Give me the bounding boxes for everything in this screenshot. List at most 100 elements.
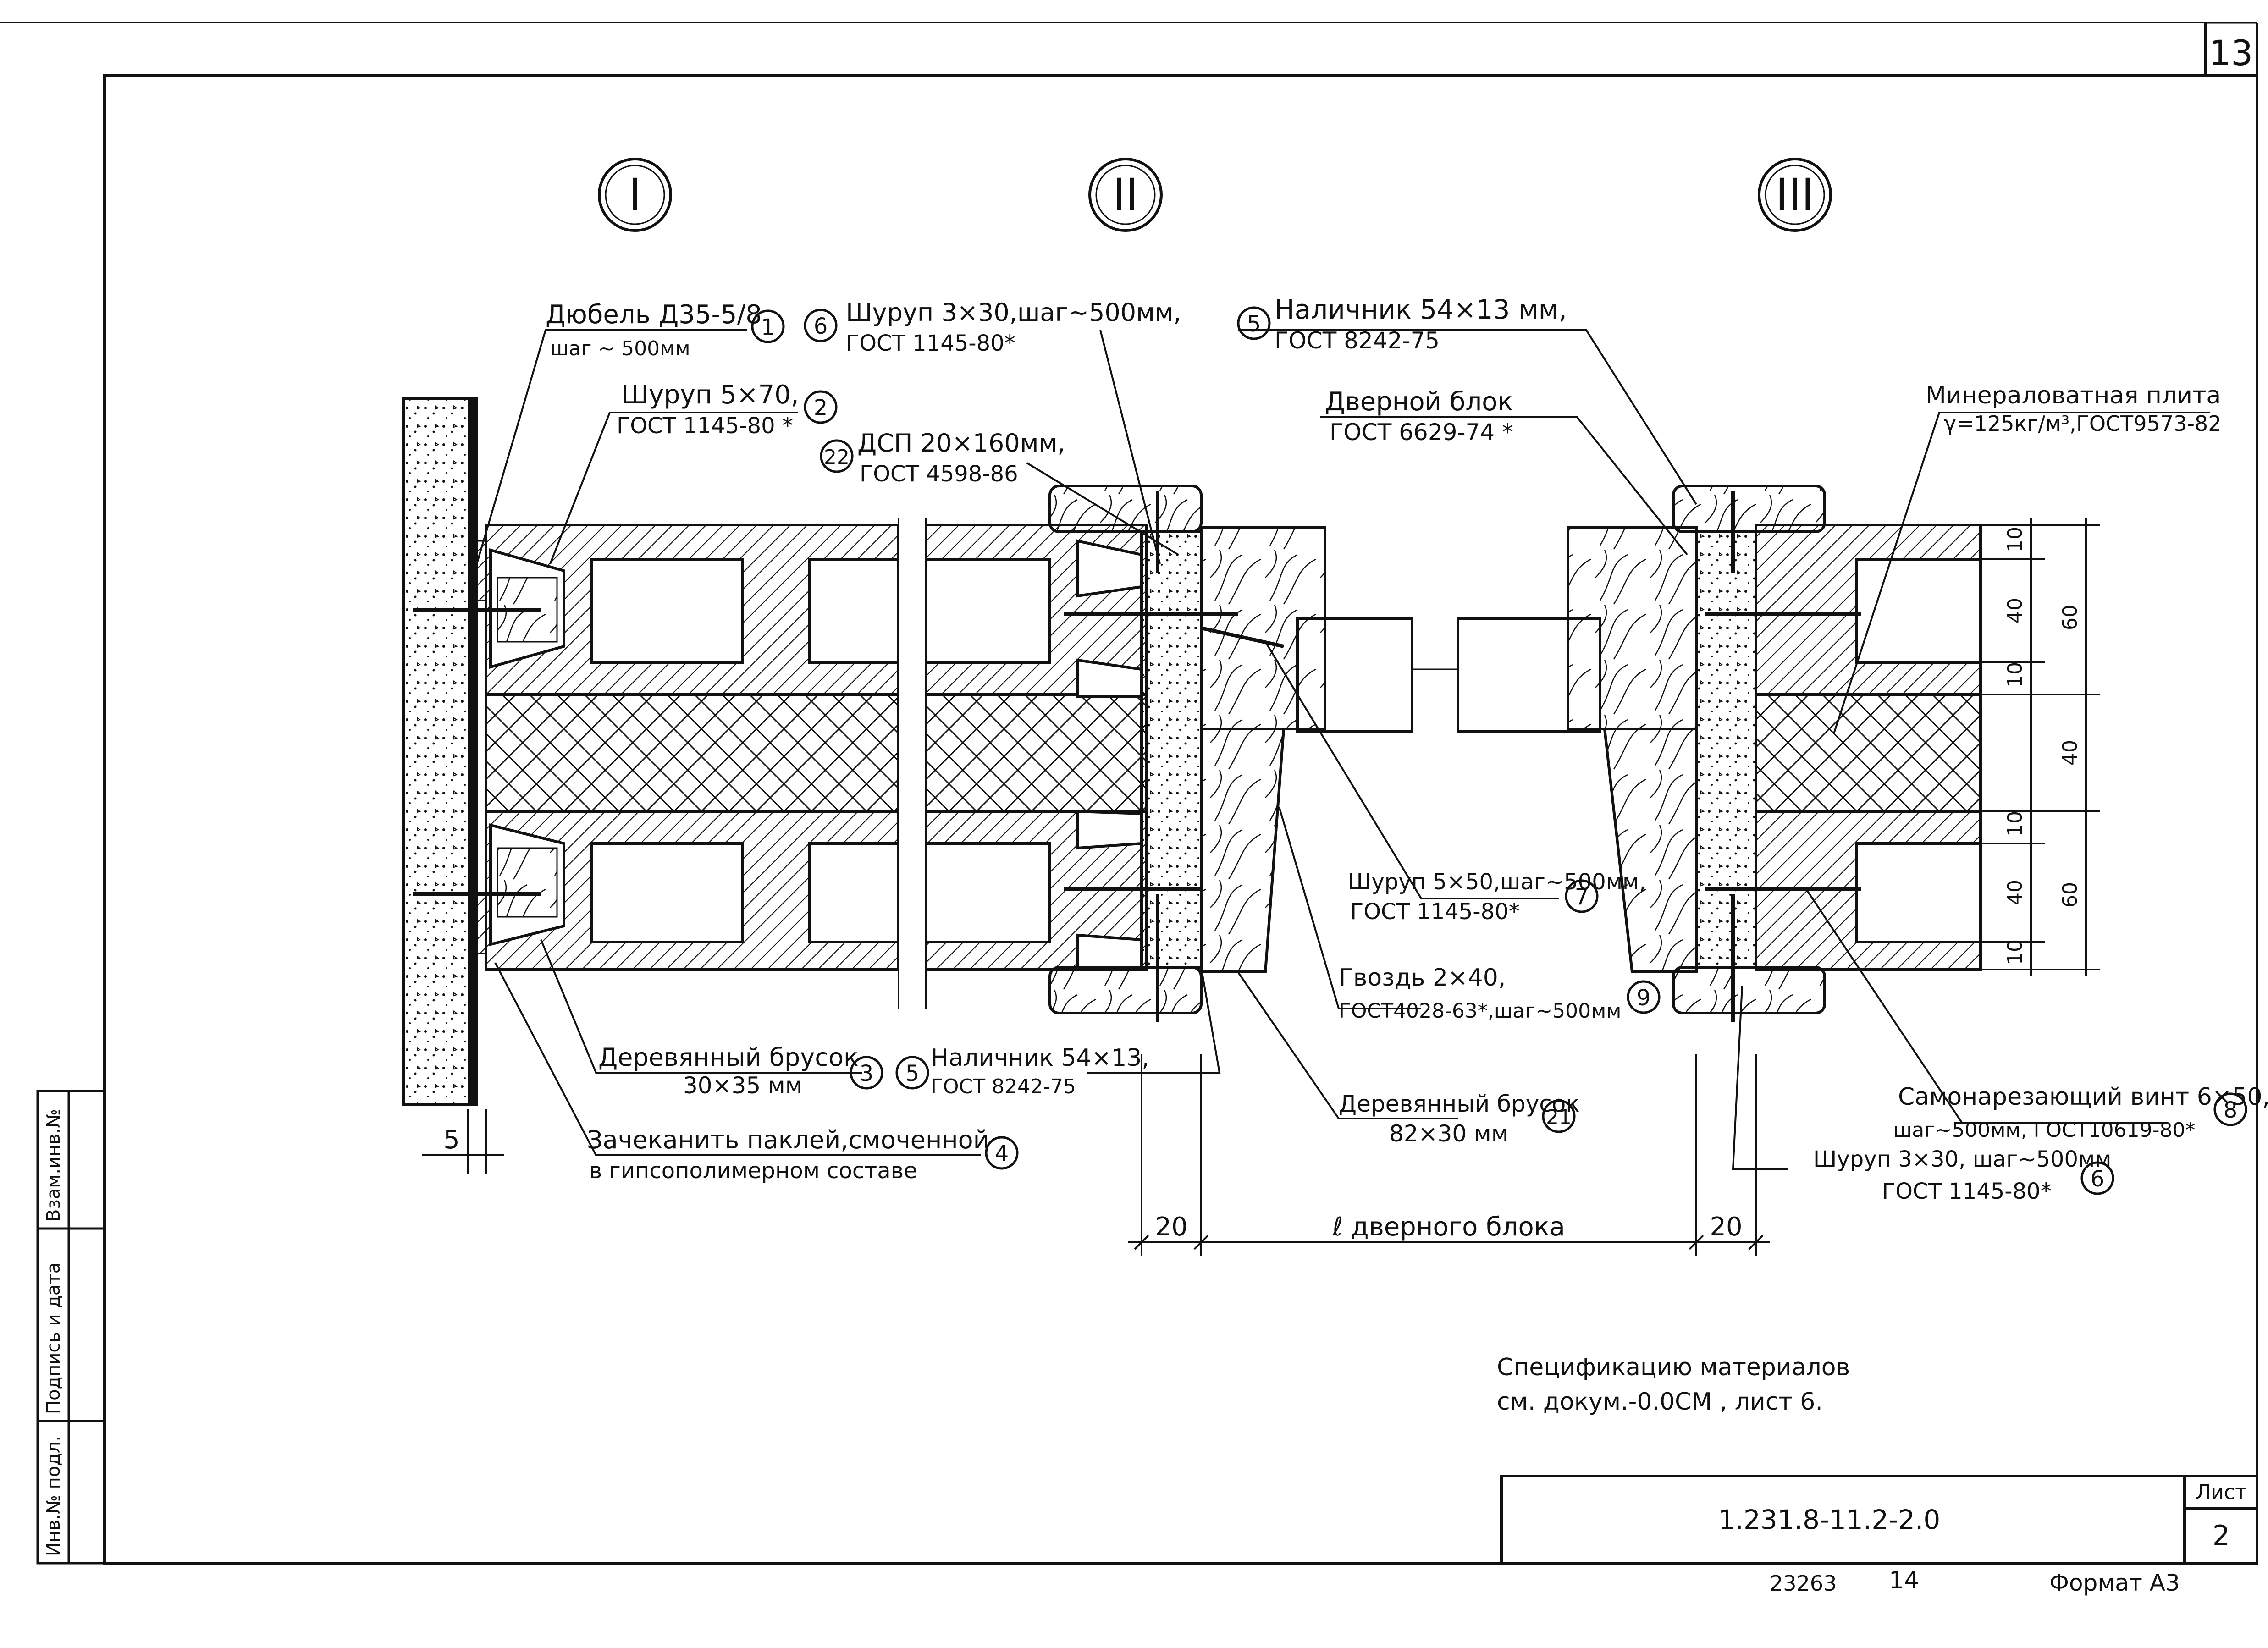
callout-8: Самонарезающий винт 6×50, шаг~500мм, ГОС… — [1893, 1083, 2268, 1142]
svg-text:III: III — [1776, 169, 1815, 220]
break-gap-1 — [899, 518, 926, 976]
svg-text:I: I — [629, 169, 641, 220]
footer-page: 14 — [1889, 1567, 1919, 1594]
chipboard-section-3 — [1672, 485, 1826, 1014]
svg-text:Дюбель Д35-5/8: Дюбель Д35-5/8 — [546, 300, 762, 330]
door-leaf-left — [1296, 617, 1601, 733]
dim-left — [422, 1109, 504, 1174]
side-stamp — [36, 1090, 106, 1565]
svg-text:10: 10 — [2003, 811, 2027, 837]
section-mark-1: I — [598, 158, 672, 232]
svg-text:ГОСТ 8242-75: ГОСТ 8242-75 — [931, 1075, 1076, 1098]
svg-text:ГОСТ 1145-80*: ГОСТ 1145-80* — [1350, 899, 1520, 925]
svg-text:22: 22 — [824, 446, 850, 469]
svg-text:II: II — [1113, 169, 1139, 220]
dim-left-value: 5 — [443, 1125, 460, 1155]
panel-section-1 — [485, 524, 900, 971]
svg-text:5: 5 — [905, 1061, 920, 1086]
dim-bottom — [1128, 1054, 1770, 1256]
svg-text:2: 2 — [814, 395, 828, 421]
callout-7: Шуруп 5×50,шаг~500мм, ГОСТ 1145-80* 7 — [1348, 869, 1646, 925]
callout-2: Шуруп 5×70, ГОСТ 1145-80 * 2 — [617, 380, 838, 439]
callout-3: Деревянный брусок 30×35 мм 3 — [598, 1043, 883, 1099]
svg-text:Шуруп 3×30, шаг~500мм: Шуруп 3×30, шаг~500мм — [1813, 1146, 2111, 1172]
callout-5-top: 5 Наличник 54×13 мм, ГОСТ 8242-75 — [1237, 294, 1567, 354]
callout-9: Гвоздь 2×40, ГОСТ4028-63*,шаг~500мм 9 — [1339, 964, 1661, 1023]
title-block — [1500, 1475, 2258, 1565]
svg-text:ГОСТ 1145-80*: ГОСТ 1145-80* — [1882, 1179, 2052, 1204]
svg-text:Шуруп 3×30,шаг~500мм,: Шуруп 3×30,шаг~500мм, — [846, 298, 1181, 327]
svg-text:Наличник 54×13 мм,: Наличник 54×13 мм, — [1275, 294, 1567, 325]
svg-text:Наличник 54×13,: Наличник 54×13, — [931, 1044, 1149, 1072]
svg-text:60: 60 — [2058, 882, 2082, 908]
sheet-corner-number: 13 — [2209, 33, 2253, 73]
svg-text:шаг ~ 500мм: шаг ~ 500мм — [550, 337, 690, 360]
svg-text:10: 10 — [2003, 527, 2027, 552]
svg-text:γ=125кг/м³,ГОСТ9573-82: γ=125кг/м³,ГОСТ9573-82 — [1944, 411, 2221, 436]
stamp-inv-podl: Инв.№ подл. — [43, 1436, 64, 1556]
callout-6-bottom: Шуруп 3×30, шаг~500мм ГОСТ 1145-80* 6 — [1813, 1146, 2114, 1204]
title-sheet-number: 2 — [2213, 1520, 2230, 1552]
svg-text:ГОСТ 6629-74 *: ГОСТ 6629-74 * — [1330, 419, 1513, 446]
svg-text:Зачеканить паклей,смоченной: Зачеканить паклей,смоченной — [587, 1125, 989, 1154]
svg-text:ДСП 20×160мм,: ДСП 20×160мм, — [857, 429, 1065, 457]
stamp-podpis: Подпись и дата — [43, 1262, 64, 1414]
svg-text:Гвоздь 2×40,: Гвоздь 2×40, — [1339, 964, 1506, 992]
svg-text:30×35 мм: 30×35 мм — [683, 1072, 802, 1099]
svg-text:4: 4 — [995, 1141, 1009, 1167]
note-line-1: Спецификацию материалов — [1497, 1354, 1850, 1381]
svg-text:Деревянный брусок: Деревянный брусок — [1339, 1091, 1580, 1117]
svg-text:40: 40 — [2003, 598, 2027, 623]
svg-text:10: 10 — [2003, 939, 2027, 965]
svg-text:3: 3 — [860, 1061, 874, 1086]
callout-21: Деревянный брусок 82×30 мм 21 — [1339, 1091, 1580, 1147]
title-code: 1.231.8-11.2-2.0 — [1718, 1504, 1941, 1535]
svg-text:ГОСТ 8242-75: ГОСТ 8242-75 — [1275, 327, 1440, 354]
svg-text:Минераловатная плита: Минераловатная плита — [1926, 382, 2221, 409]
svg-text:в гипсополимерном составе: в гипсополимерном составе — [589, 1158, 917, 1184]
dim-bottom-right: 20 — [1710, 1212, 1742, 1242]
svg-text:ГОСТ4028-63*,шаг~500мм: ГОСТ4028-63*,шаг~500мм — [1339, 999, 1621, 1023]
footer-inventory: 23263 — [1770, 1571, 1837, 1596]
door-jamb-left — [1200, 526, 1326, 973]
door-jamb-right — [1567, 526, 1698, 973]
left-concrete-wall — [402, 397, 487, 1106]
svg-text:60: 60 — [2058, 605, 2082, 630]
svg-text:Дверной блок: Дверной блок — [1325, 387, 1513, 417]
callout-5-bottom: 5 Наличник 54×13, ГОСТ 8242-75 — [895, 1044, 1149, 1098]
svg-text:ГОСТ 4598-86: ГОСТ 4598-86 — [860, 461, 1018, 487]
svg-text:40: 40 — [2003, 880, 2027, 905]
svg-text:40: 40 — [2058, 740, 2082, 766]
callout-mineral-wool: Минераловатная плита γ=125кг/м³,ГОСТ9573… — [1926, 382, 2221, 436]
stamp-vzam: Взам.инв.№ — [43, 1109, 64, 1222]
svg-text:ГОСТ 1145-80*: ГОСТ 1145-80* — [846, 331, 1015, 356]
callout-22: 22 ДСП 20×160мм, ГОСТ 4598-86 — [820, 429, 1065, 487]
callout-1: Дюбель Д35-5/8 шаг ~ 500мм 1 — [546, 300, 785, 360]
svg-text:10: 10 — [2003, 662, 2027, 688]
svg-text:ГОСТ 1145-80 *: ГОСТ 1145-80 * — [617, 413, 793, 439]
section-mark-2: II — [1088, 158, 1163, 232]
svg-text:6: 6 — [814, 314, 828, 339]
svg-text:Самонарезающий винт 6×50,: Самонарезающий винт 6×50, — [1898, 1083, 2268, 1111]
callout-4: Зачеканить паклей,смоченной в гипсополим… — [587, 1125, 1019, 1184]
svg-text:9: 9 — [1637, 985, 1651, 1011]
panel-section-2 — [925, 524, 1148, 971]
svg-text:Шуруп 5×70,: Шуруп 5×70, — [621, 380, 799, 410]
dim-right-outer-labels: 60 60 — [2058, 605, 2082, 908]
callout-6-top: 6 Шуруп 3×30,шаг~500мм, ГОСТ 1145-80* — [804, 298, 1181, 356]
title-sheet-label: Лист — [2196, 1481, 2247, 1504]
dim-bottom-left: 20 — [1155, 1212, 1187, 1242]
svg-text:5: 5 — [1247, 311, 1261, 337]
svg-text:8: 8 — [2224, 1097, 2238, 1123]
svg-text:Шуруп 5×50,шаг~500мм,: Шуруп 5×50,шаг~500мм, — [1348, 869, 1646, 895]
svg-text:Деревянный брусок: Деревянный брусок — [598, 1043, 859, 1072]
chipboard-section-2 — [1048, 485, 1203, 1014]
leader-lines — [476, 329, 2210, 1170]
section-mark-3: III — [1758, 158, 1832, 232]
svg-text:21: 21 — [1546, 1106, 1572, 1129]
dim-right — [1981, 518, 2100, 976]
svg-text:1: 1 — [761, 314, 775, 340]
frame — [0, 22, 2258, 1565]
screws — [413, 491, 1861, 1022]
svg-text:82×30 мм: 82×30 мм — [1389, 1120, 1508, 1147]
